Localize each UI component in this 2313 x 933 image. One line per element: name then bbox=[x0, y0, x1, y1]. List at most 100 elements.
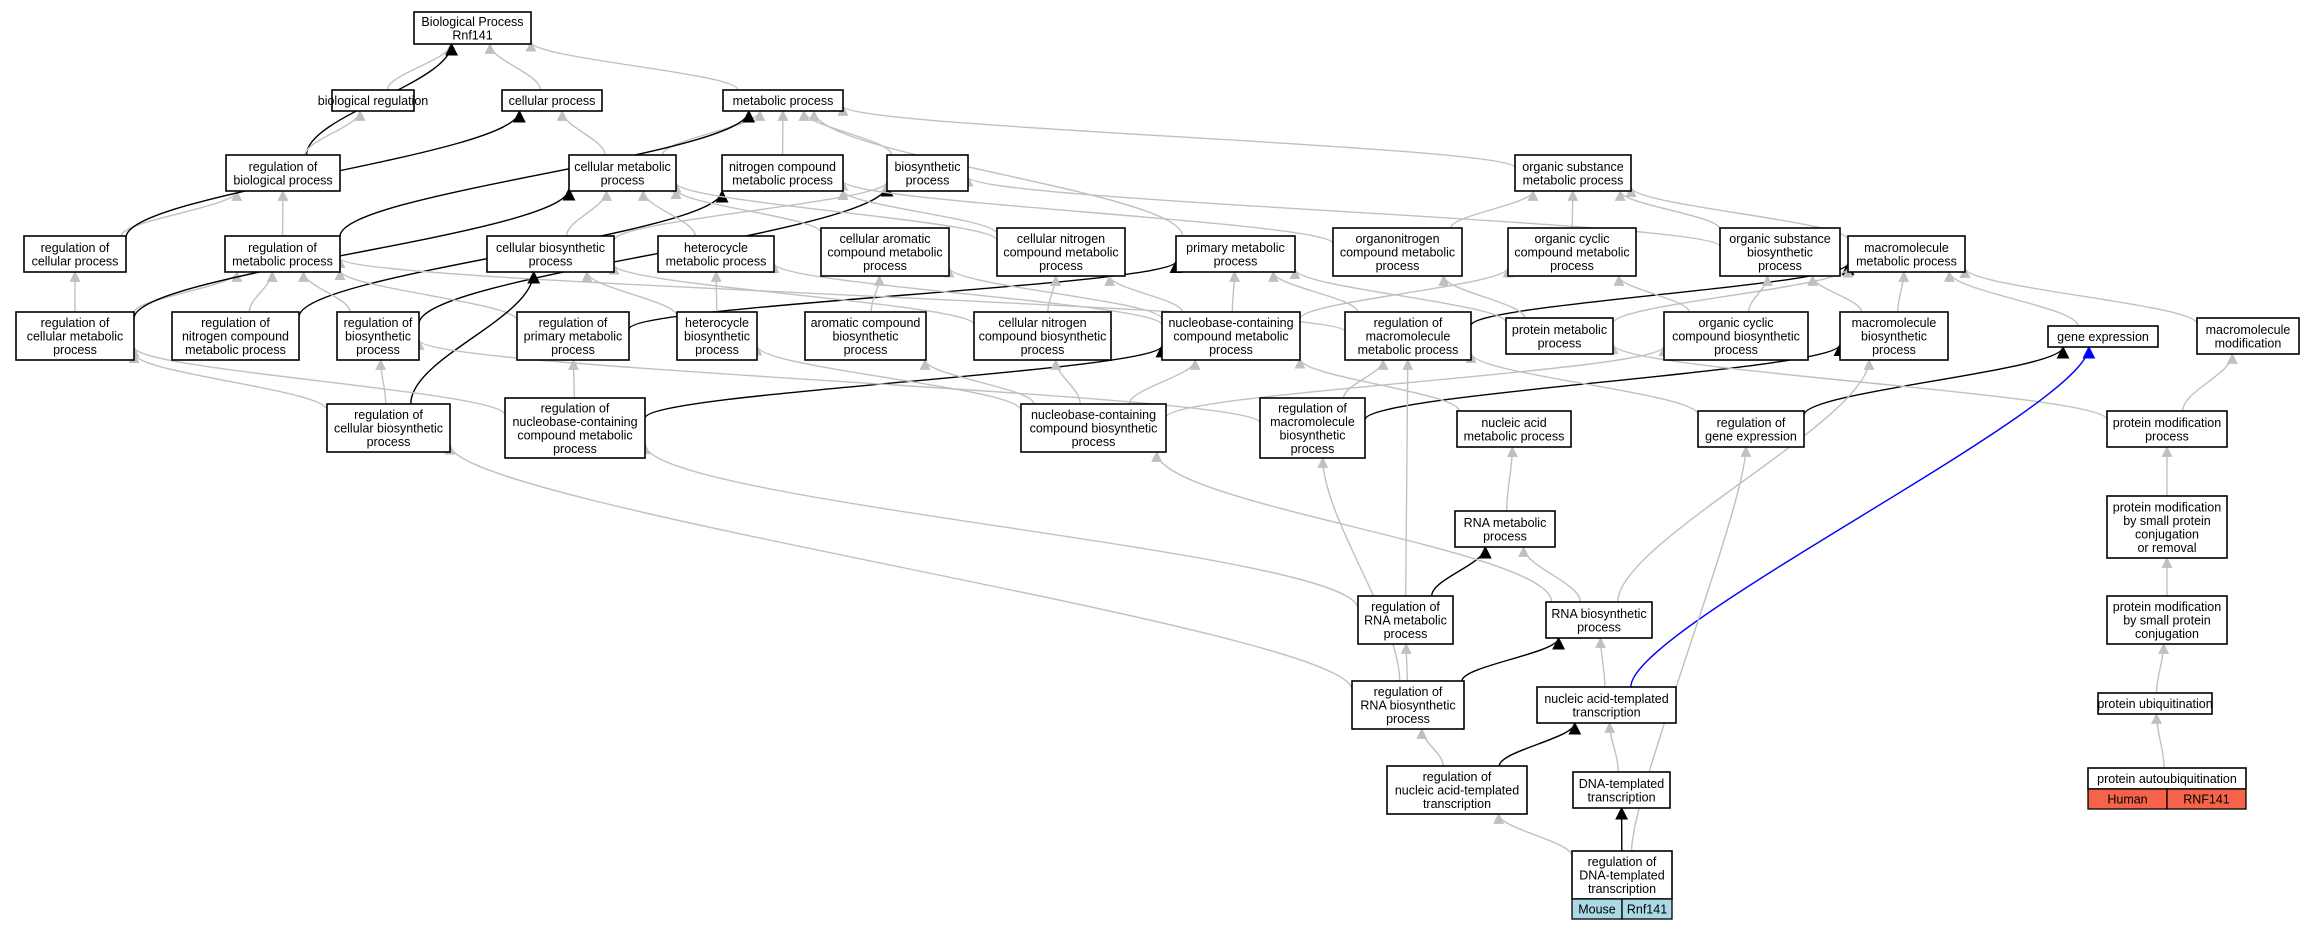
term-label: process bbox=[906, 173, 950, 187]
term-label: organic cyclic bbox=[1698, 316, 1773, 330]
term-label: compound metabolic bbox=[1003, 246, 1118, 260]
term-node-protubiq[interactable]: protein ubiquitination bbox=[2097, 692, 2213, 715]
edge-regmet-to-metproc bbox=[339, 109, 756, 237]
edge-macrobio-to-orgsubbio bbox=[1807, 274, 1863, 313]
term-label: process bbox=[2145, 429, 2189, 443]
edge-organonitro-to-nitro bbox=[837, 179, 1334, 245]
term-node-protauto[interactable]: protein autoubiquitination bbox=[2087, 767, 2247, 790]
term-box bbox=[2106, 410, 2228, 448]
edge-nucmet-to-cellnitro bbox=[1104, 274, 1184, 313]
term-node-metproc[interactable]: metabolic process bbox=[722, 89, 844, 112]
term-label: macromolecule bbox=[2206, 323, 2291, 337]
term-box bbox=[1847, 235, 1966, 273]
term-label: protein metabolic bbox=[1512, 323, 1607, 337]
edge-nucmet-to-primary bbox=[1228, 270, 1240, 313]
edge-protubiq-to-protmodconj bbox=[2155, 642, 2170, 694]
term-label: regulation of bbox=[1371, 600, 1440, 614]
term-node-regmacrobio[interactable]: regulation ofmacromoleculebiosyntheticpr… bbox=[1259, 397, 1366, 459]
term-label: biosynthetic bbox=[345, 330, 411, 344]
term-label: process bbox=[1550, 259, 1594, 273]
term-label: organonitrogen bbox=[1355, 232, 1439, 246]
edge-cellnitro-to-nitro bbox=[837, 189, 998, 235]
gene-cell bbox=[1621, 898, 1673, 920]
edge-macrobio-to-macromet bbox=[1897, 270, 1910, 313]
term-node-cellproc[interactable]: cellular process bbox=[501, 89, 603, 112]
term-label: RNA biosynthetic bbox=[1360, 699, 1455, 713]
term-label: primary metabolic bbox=[524, 330, 623, 344]
term-label: regulation of bbox=[1374, 316, 1443, 330]
term-label: regulation of bbox=[1278, 401, 1347, 415]
term-node-geneexp[interactable]: gene expression bbox=[2047, 325, 2159, 348]
term-label: cellular biosynthetic bbox=[496, 241, 605, 255]
term-box bbox=[2106, 595, 2228, 645]
term-box bbox=[1571, 850, 1673, 900]
term-label: regulation of bbox=[248, 241, 317, 255]
term-label: nucleobase-containing bbox=[512, 415, 637, 429]
term-box bbox=[1839, 311, 1949, 361]
term-label: metabolic process bbox=[1358, 343, 1459, 357]
term-label: cellular metabolic bbox=[27, 330, 124, 344]
term-label: biosynthetic bbox=[684, 330, 750, 344]
term-label: biological regulation bbox=[318, 94, 429, 108]
term-box bbox=[336, 311, 420, 361]
term-label: cellular biosynthetic bbox=[334, 422, 443, 436]
term-box bbox=[1545, 601, 1653, 639]
edge-biosyn-to-metproc bbox=[798, 109, 893, 156]
term-label: compound metabolic bbox=[1514, 246, 1629, 260]
term-label: or removal bbox=[2137, 541, 2196, 555]
term-box bbox=[171, 311, 300, 361]
edge-hetbio-to-cellbiosyn bbox=[581, 270, 678, 317]
edge-regdnatx-to-reggeneexp bbox=[1630, 445, 1752, 852]
term-node-bioreg[interactable]: biological regulation bbox=[318, 89, 429, 112]
edge-rnamet-to-nucacidmet bbox=[1505, 445, 1518, 512]
edge-protmet-to-primary bbox=[1289, 268, 1507, 323]
term-node-regnucmet[interactable]: regulation ofnucleobase-containingcompou… bbox=[504, 397, 646, 459]
